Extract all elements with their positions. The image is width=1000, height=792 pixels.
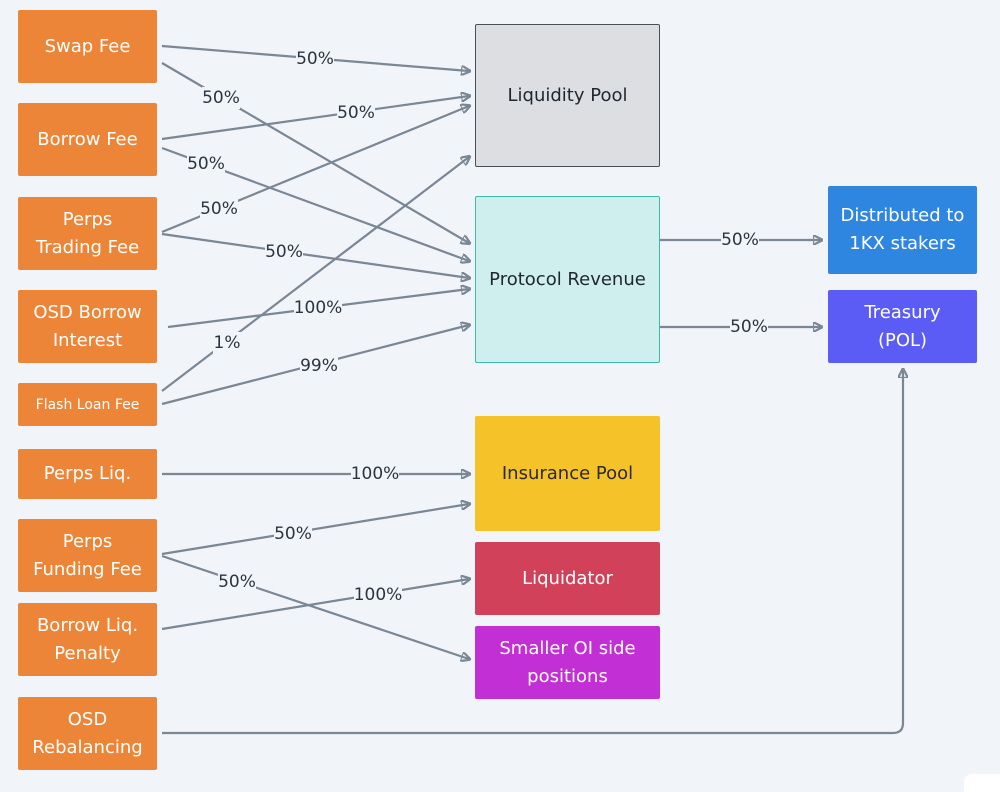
flow-percentage-label: 50% (274, 523, 312, 545)
svg-text:50%: 50% (337, 103, 375, 123)
source-swap-fee: Swap Fee (18, 10, 157, 83)
svg-text:100%: 100% (354, 585, 403, 605)
flow-percentage-label: 100% (354, 584, 403, 606)
flow-arrow (161, 504, 469, 556)
source-osd-borrow-interest: OSD Borrow Interest (18, 290, 157, 363)
svg-text:50%: 50% (721, 230, 759, 250)
flow-percentage-label: 50% (187, 153, 225, 175)
flow-percentage-label: 100% (351, 463, 400, 485)
svg-text:50%: 50% (296, 49, 334, 69)
flow-arrow (161, 96, 469, 141)
dest-liquidity-pool: Liquidity Pool (475, 24, 660, 167)
svg-text:99%: 99% (300, 356, 338, 376)
source-perps-liq: Perps Liq. (18, 449, 157, 499)
svg-text:50%: 50% (218, 572, 256, 592)
source-perps-funding-fee: Perps Funding Fee (18, 519, 157, 592)
svg-text:50%: 50% (187, 154, 225, 174)
svg-text:50%: 50% (274, 524, 312, 544)
flow-percentage-label: 50% (730, 316, 768, 338)
flow-percentage-label: 99% (300, 355, 338, 377)
flow-percentage-label: 50% (265, 241, 303, 263)
svg-text:50%: 50% (202, 88, 240, 108)
flow-percentage-label: 1% (213, 332, 241, 354)
dest-insurance-pool: Insurance Pool (475, 416, 660, 531)
source-osd-rebalancing: OSD Rebalancing (18, 697, 157, 770)
flow-arrow (161, 554, 469, 659)
source-borrow-liq-penalty: Borrow Liq. Penalty (18, 603, 157, 676)
svg-text:50%: 50% (265, 242, 303, 262)
svg-text:1%: 1% (214, 333, 241, 353)
flow-percentage-label: 50% (721, 229, 759, 251)
dest-smaller-oi-side-positions: Smaller OI side positions (475, 626, 660, 699)
flow-percentage-label: 50% (200, 198, 238, 220)
flow-arrow (161, 579, 469, 631)
dest-treasury-pol: Treasury (POL) (828, 290, 977, 363)
flow-arrow (162, 370, 903, 735)
source-perps-trading-fee: Perps Trading Fee (18, 197, 157, 270)
flow-percentage-label: 50% (337, 102, 375, 124)
flow-percentage-label: 50% (218, 571, 256, 593)
svg-text:50%: 50% (200, 199, 238, 219)
flow-percentage-label: 50% (296, 48, 334, 70)
flow-percentage-label: 50% (202, 87, 240, 109)
svg-text:50%: 50% (730, 317, 768, 337)
svg-text:100%: 100% (351, 464, 400, 484)
svg-text:100%: 100% (294, 298, 343, 318)
source-flash-loan-fee: Flash Loan Fee (18, 383, 157, 426)
dest-protocol-revenue: Protocol Revenue (475, 196, 660, 363)
source-borrow-fee: Borrow Fee (18, 103, 157, 176)
flow-percentage-label: 100% (294, 297, 343, 319)
corner-patch (964, 774, 1000, 792)
dest-liquidator: Liquidator (475, 542, 660, 615)
flow-arrow (161, 232, 469, 278)
dest-distributed-to-1kx-stakers: Distributed to 1KX stakers (828, 186, 977, 274)
